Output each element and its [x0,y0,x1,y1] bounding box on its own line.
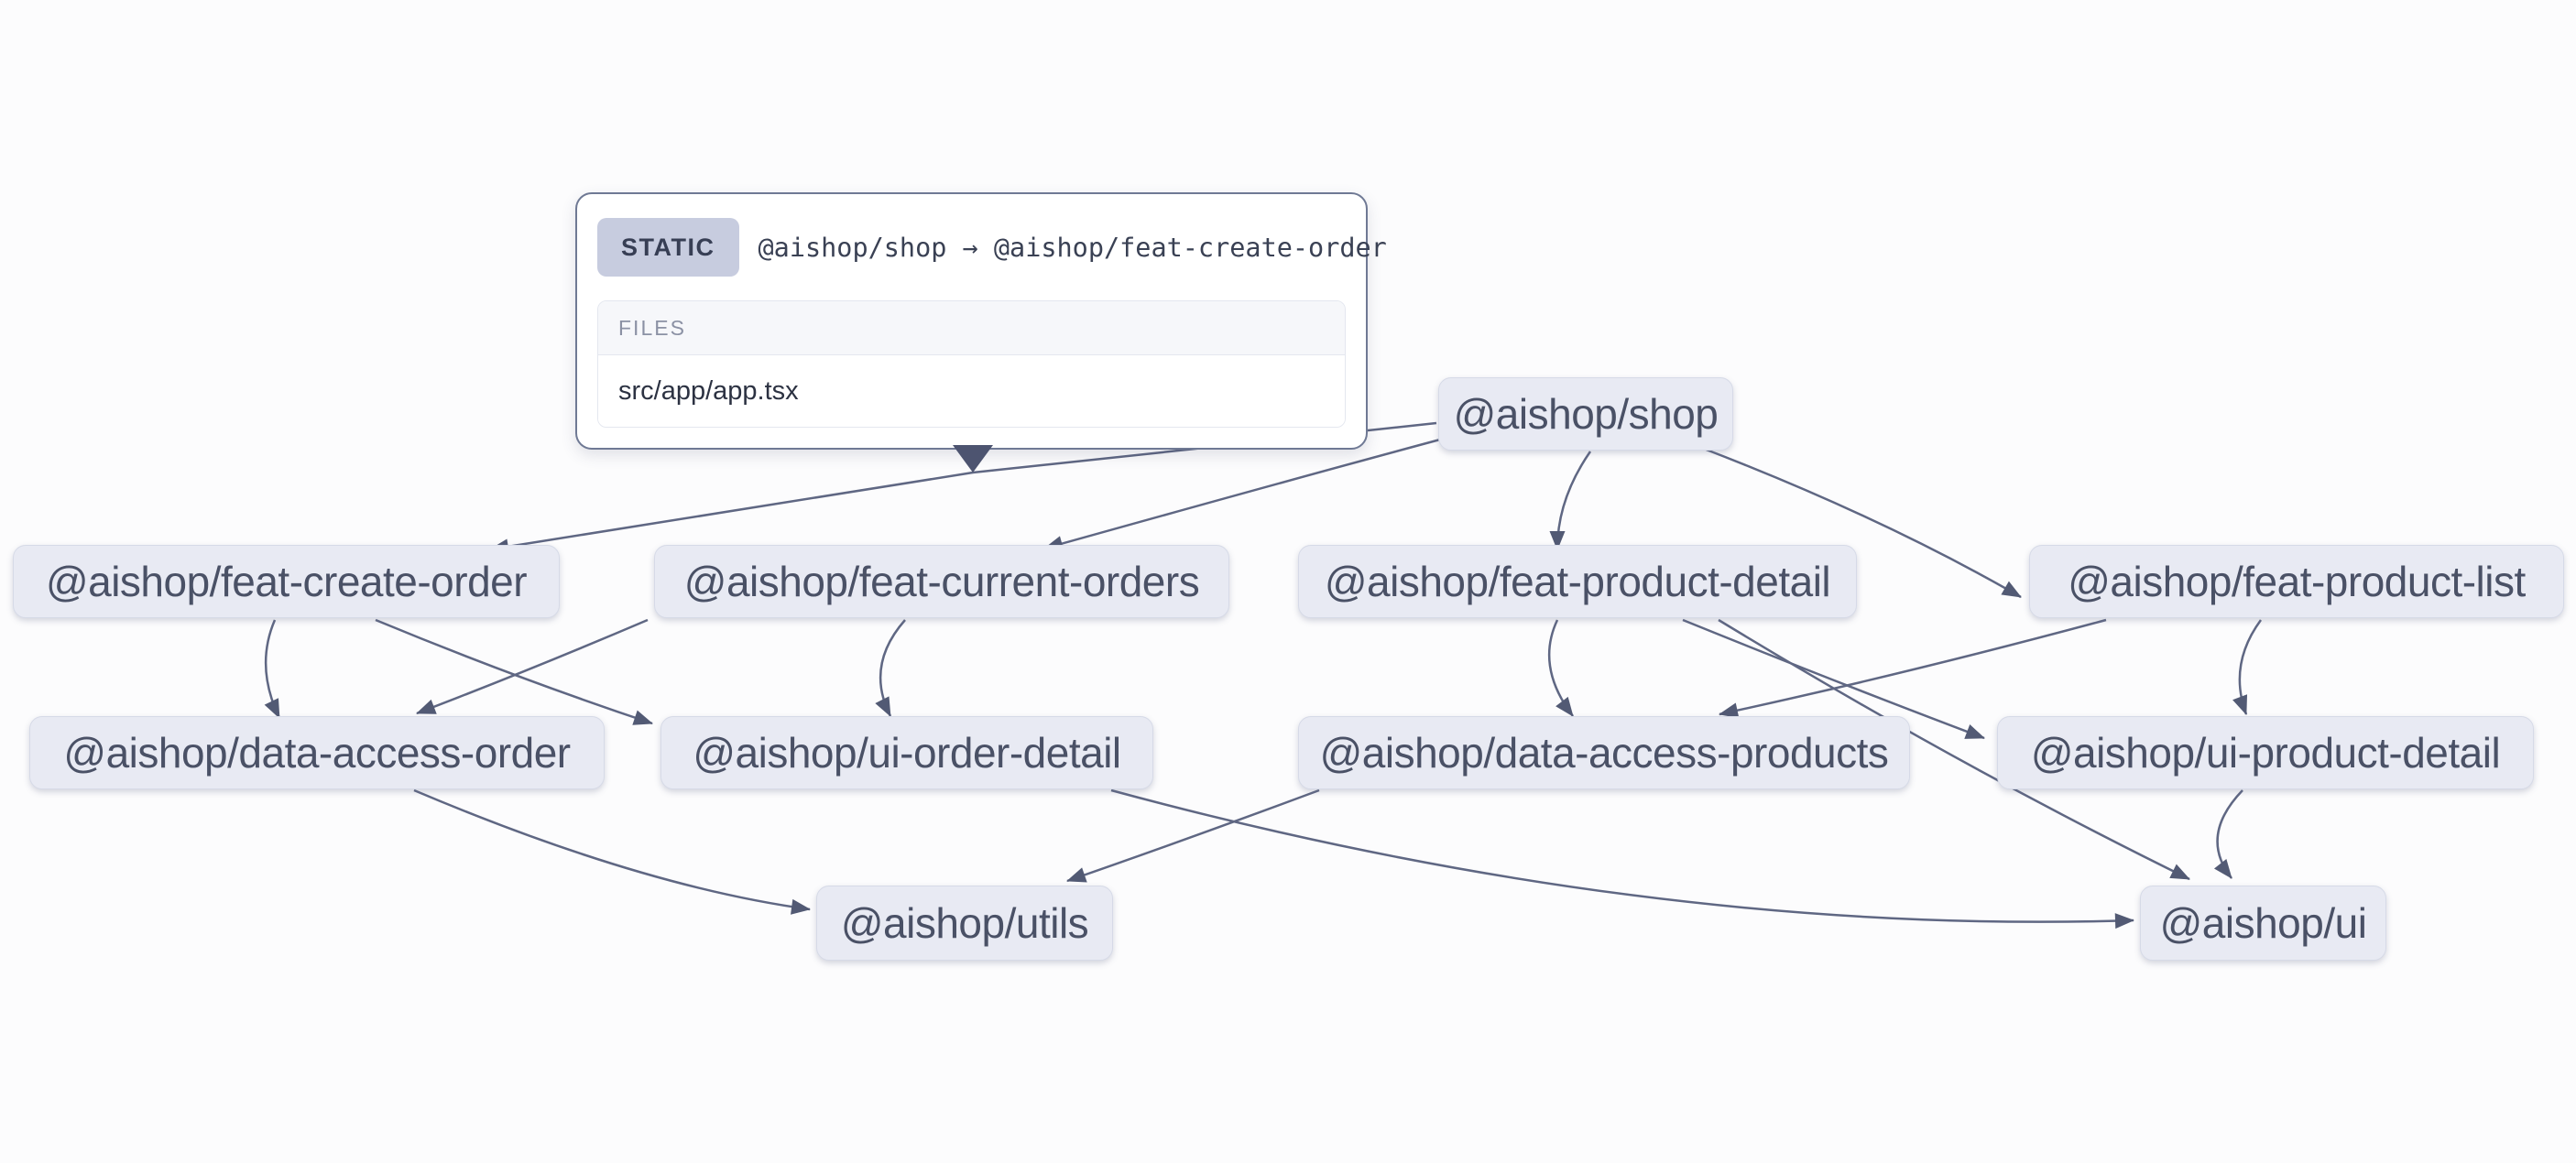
tooltip-header: STATIC @aishop/shop → @aishop/feat-creat… [597,218,1387,277]
graph-edge-shop--feat-current-orders[interactable] [1043,438,1441,551]
graph-node-feat-current-orders[interactable]: @aishop/feat-current-orders [654,545,1229,618]
graph-edge-feat-product-list--data-access-products[interactable] [1719,618,2107,719]
graph-edge-feat-create-order--data-access-order[interactable] [264,619,281,719]
edge-label: @aishop/shop → @aishop/feat-create-order [758,232,1387,263]
graph-edge-ui-product-detail--ui[interactable] [2213,789,2243,879]
files-box: FILES src/app/app.tsx [597,300,1346,428]
graph-edge-feat-current-orders--ui-order-detail[interactable] [875,619,906,717]
graph-node-ui[interactable]: @aishop/ui [2140,886,2386,961]
graph-edge-data-access-products--utils[interactable] [1066,788,1320,883]
graph-node-feat-create-order[interactable]: @aishop/feat-create-order [13,545,560,618]
graph-node-data-access-products[interactable]: @aishop/data-access-products [1298,716,1910,789]
graph-node-data-access-order[interactable]: @aishop/data-access-order [29,716,605,789]
files-header: FILES [598,301,1345,355]
graph-edge-feat-product-detail--ui[interactable] [1718,618,2190,881]
graph-node-ui-product-detail[interactable]: @aishop/ui-product-detail [1997,716,2534,789]
graph-edge-shop--feat-product-list[interactable] [1703,447,2022,599]
graph-node-feat-product-detail[interactable]: @aishop/feat-product-detail [1298,545,1857,618]
graph-edge-data-access-order--utils[interactable] [413,788,811,915]
graph-edge-shop--feat-product-detail[interactable] [1549,451,1592,550]
graph-edge-feat-current-orders--data-access-order[interactable] [416,618,649,715]
file-item: src/app/app.tsx [598,355,1345,427]
graph-edge-ui-order-detail--ui[interactable] [1110,788,2134,929]
edge-tooltip: STATIC @aishop/shop → @aishop/feat-creat… [575,192,1387,450]
graph-node-shop[interactable]: @aishop/shop [1438,377,1733,451]
graph-edge-feat-product-detail--data-access-products[interactable] [1547,619,1574,717]
graph-edge-feat-product-detail--ui-product-detail[interactable] [1682,618,1985,740]
graph-edge-feat-product-list--ui-product-detail[interactable] [2232,619,2263,715]
graph-node-ui-order-detail[interactable]: @aishop/ui-order-detail [660,716,1153,789]
dependency-type-badge: STATIC [597,218,739,277]
graph-node-feat-product-list[interactable]: @aishop/feat-product-list [2029,545,2564,618]
graph-node-utils[interactable]: @aishop/utils [816,886,1113,961]
